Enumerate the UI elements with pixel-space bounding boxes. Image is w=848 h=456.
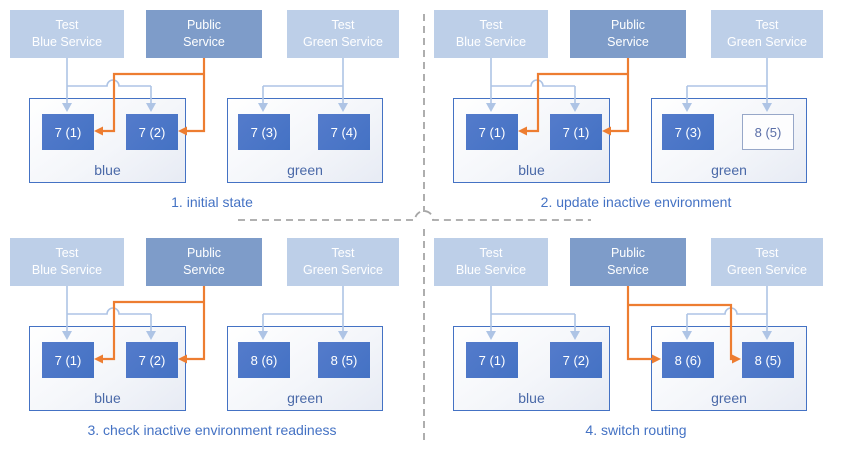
test-green-service-label2: Green Service: [303, 263, 383, 277]
public-service-label2: Service: [607, 263, 649, 277]
public-service-label2: Service: [183, 35, 225, 49]
blue-environment-label: blue: [94, 390, 121, 406]
green-environment-box: 7 (3) 7 (4) green: [227, 98, 383, 183]
blue-environment-box: 7 (1) 7 (2) blue: [453, 326, 610, 411]
public-service-label2: Service: [183, 263, 225, 277]
public-service-label: Public: [610, 246, 646, 261]
pod-green-2: 7 (4): [318, 114, 370, 150]
test-blue-service-box: Test Blue Service: [434, 10, 548, 58]
test-blue-service-box: Test Blue Service: [434, 238, 548, 286]
test-green-service-box: Test Green Service: [287, 10, 399, 58]
test-green-service-label2: Green Service: [303, 35, 383, 49]
green-environment-label: green: [711, 390, 747, 406]
test-blue-service-label2: Blue Service: [31, 263, 103, 277]
blue-environment-box: 7 (1) 7 (1) blue: [453, 98, 610, 183]
blue-environment-box: 7 (1) 7 (2) blue: [29, 98, 186, 183]
public-service-label: Public: [610, 18, 646, 33]
green-environment-label: green: [711, 162, 747, 178]
pod-green-2: 8 (5): [742, 342, 794, 378]
panel-caption-4: 4. switch routing: [585, 422, 687, 438]
public-service-label2: Service: [607, 35, 649, 49]
pod-green-2: 8 (5): [742, 114, 794, 150]
pod-blue-2: 7 (1): [550, 114, 602, 150]
pod-green-2: 8 (5): [318, 342, 370, 378]
green-environment-box: 8 (6) 8 (5) green: [227, 326, 383, 411]
panel-caption-3: 3. check inactive environment readiness: [87, 422, 337, 438]
panel-update-inactive-environment: Test Blue Service Public Service Test Gr…: [424, 0, 848, 228]
test-green-service-box: Test Green Service: [711, 10, 823, 58]
blue-environment-label: blue: [518, 162, 545, 178]
green-environment-box: 8 (6) 8 (5) green: [651, 326, 807, 411]
pod-green-1: 8 (6): [238, 342, 290, 378]
green-environment-label: green: [287, 162, 323, 178]
test-green-service-label: Test: [755, 18, 779, 33]
public-service-box: Public Service: [146, 238, 262, 286]
test-blue-service-label: Test: [55, 18, 79, 33]
test-green-service-label: Test: [331, 246, 355, 261]
pod-blue-1: 7 (1): [42, 114, 94, 150]
test-blue-service-label: Test: [479, 18, 503, 33]
test-blue-service-box: Test Blue Service: [10, 10, 124, 58]
pod-blue-2: 7 (2): [126, 114, 178, 150]
blue-environment-label: blue: [518, 390, 545, 406]
test-blue-service-box: Test Blue Service: [10, 238, 124, 286]
test-blue-service-label2: Blue Service: [455, 263, 527, 277]
public-service-box: Public Service: [146, 10, 262, 58]
panel-caption-2: 2. update inactive environment: [540, 194, 732, 210]
test-green-service-box: Test Green Service: [287, 238, 399, 286]
panel-switch-routing: Test Blue Service Public Service Test Gr…: [424, 228, 848, 456]
test-green-service-label: Test: [331, 18, 355, 33]
test-blue-service-label: Test: [479, 246, 503, 261]
test-blue-service-label: Test: [55, 246, 79, 261]
blue-environment-label: blue: [94, 162, 121, 178]
test-green-service-label2: Green Service: [727, 263, 807, 277]
test-green-service-box: Test Green Service: [711, 238, 823, 286]
public-service-label: Public: [186, 18, 222, 33]
pod-green-1: 8 (6): [662, 342, 714, 378]
pod-blue-1: 7 (1): [466, 114, 518, 150]
pod-blue-1: 7 (1): [42, 342, 94, 378]
test-blue-service-label2: Blue Service: [31, 35, 103, 49]
test-green-service-label2: Green Service: [727, 35, 807, 49]
panel-initial-state: Test Blue Service Public Service Test Gr…: [0, 0, 424, 228]
panel-caption-1: 1. initial state: [171, 194, 253, 210]
test-blue-service-label2: Blue Service: [455, 35, 527, 49]
pod-blue-2: 7 (2): [126, 342, 178, 378]
green-environment-box: 7 (3) 8 (5) green: [651, 98, 807, 183]
public-service-box: Public Service: [570, 10, 686, 58]
public-service-label: Public: [186, 246, 222, 261]
test-green-service-label: Test: [755, 246, 779, 261]
pod-blue-2: 7 (2): [550, 342, 602, 378]
pod-green-1: 7 (3): [238, 114, 290, 150]
blue-environment-box: 7 (1) 7 (2) blue: [29, 326, 186, 411]
pod-blue-1: 7 (1): [466, 342, 518, 378]
pod-green-1: 7 (3): [662, 114, 714, 150]
panel-check-inactive-environment-readiness: Test Blue Service Public Service Test Gr…: [0, 228, 424, 456]
public-service-box: Public Service: [570, 238, 686, 286]
green-environment-label: green: [287, 390, 323, 406]
